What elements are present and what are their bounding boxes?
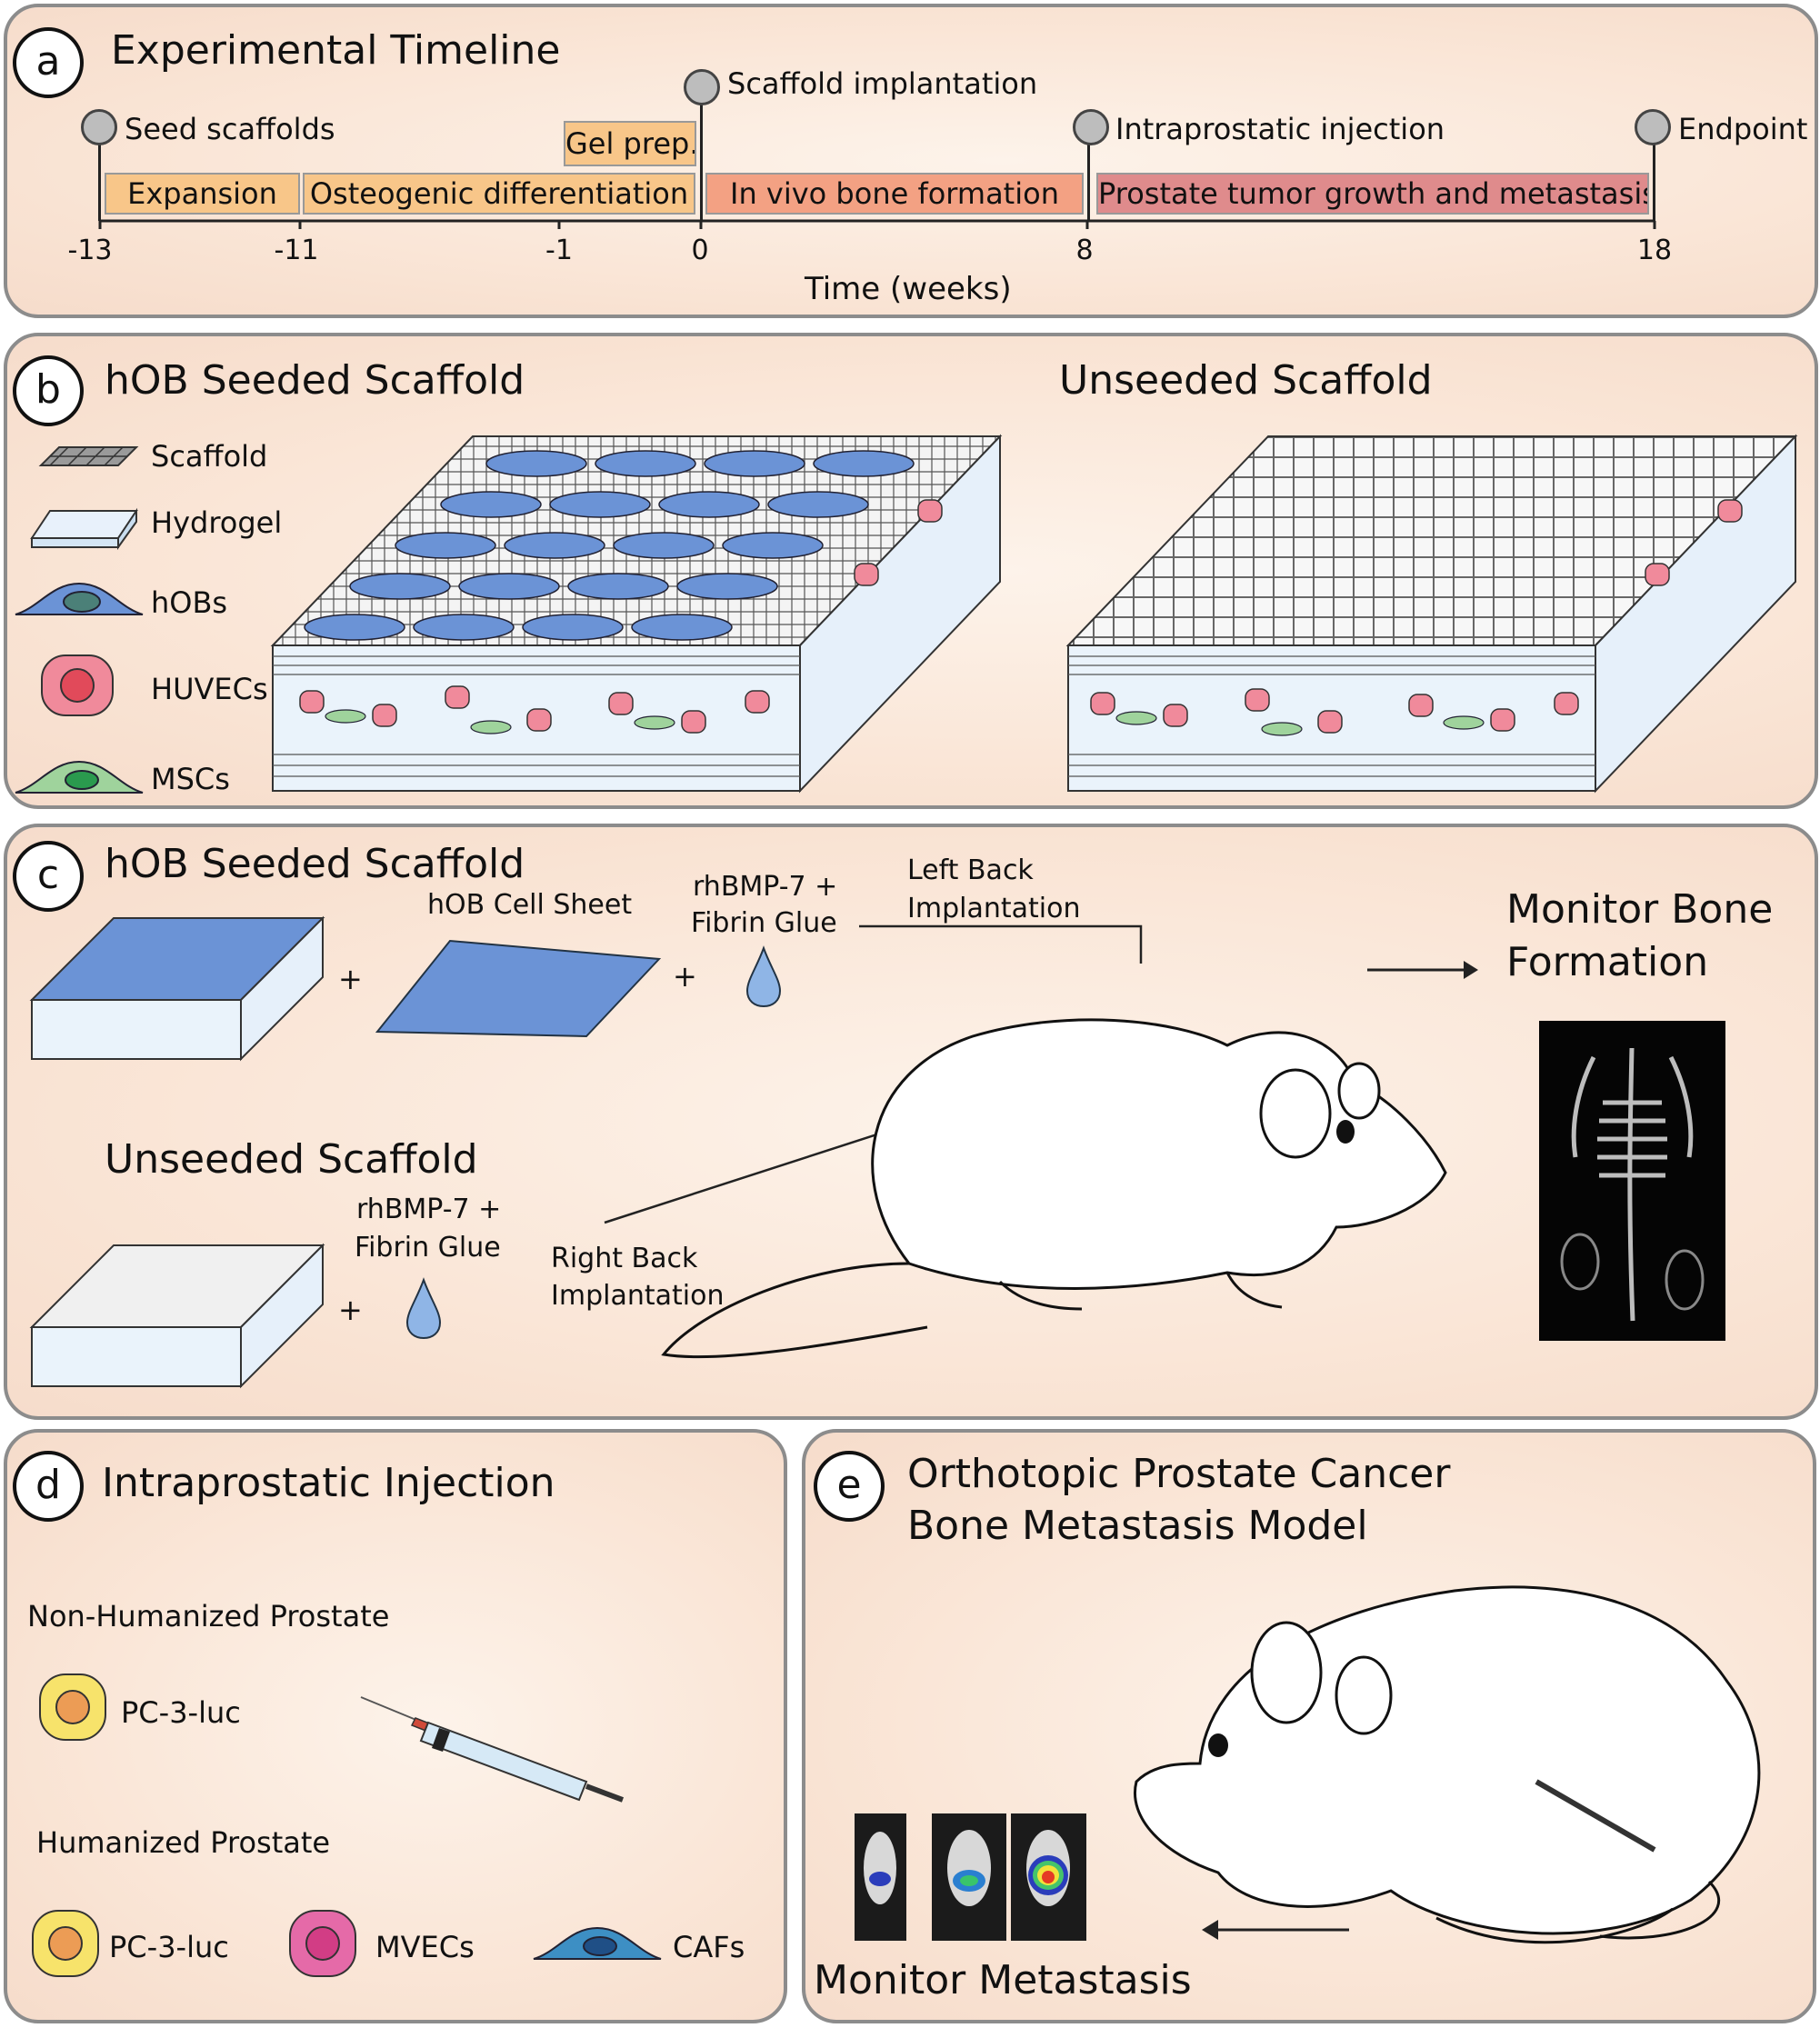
- bmp-label-line1: rhBMP-7 +: [693, 871, 838, 903]
- hob-cell-sheet-illustration: [375, 939, 662, 1038]
- pc3-cell-icon: [32, 1910, 99, 1977]
- right-back-label-line2: Implantation: [551, 1280, 725, 1312]
- phase-osteogenic-differentiation: Osteogenic differentiation: [303, 173, 695, 215]
- phase-prostate-tumor-growth: Prostate tumor growth and metastasis: [1096, 173, 1649, 215]
- pin-endpoint-icon: [1635, 109, 1671, 145]
- arrow-left-icon: [1202, 1920, 1349, 1940]
- fibrin-glue-drop-icon: [405, 1277, 442, 1340]
- pc3-cell-icon: [39, 1673, 106, 1741]
- monitor-metastasis-label: Monitor Metastasis: [814, 1957, 1192, 2003]
- seeded-scaffold-illustration: [270, 434, 1003, 794]
- mouse-illustration: [604, 1018, 1447, 1359]
- right-back-label-line1: Right Back: [551, 1243, 698, 1274]
- mouse-illustration: [1134, 1585, 1761, 1944]
- legend-scaffold-label: Scaffold: [151, 439, 268, 474]
- event-gel-prep: Gel prep.: [564, 121, 696, 166]
- panel-a-letter: a: [13, 27, 84, 98]
- plus-sign: +: [338, 1293, 363, 1327]
- panel-a-title: Experimental Timeline: [111, 27, 561, 74]
- legend-hobs-label: hOBs: [151, 585, 228, 620]
- pin-injection-icon: [1073, 109, 1109, 145]
- legend-mscs-label: MSCs: [151, 762, 230, 796]
- left-back-label-line1: Left Back: [907, 854, 1034, 886]
- panel-e-letter: e: [814, 1451, 885, 1522]
- event-endpoint: Endpoint: [1678, 112, 1808, 146]
- tick-label: 0: [691, 235, 709, 266]
- pc3-humanized-label: PC-3-luc: [109, 1930, 229, 1964]
- panel-a: [4, 4, 1818, 318]
- legend-huvecs-label: HUVECs: [151, 672, 268, 706]
- pin-implant-icon: [684, 69, 720, 105]
- cell-sheet-label: hOB Cell Sheet: [427, 889, 633, 921]
- pc3-label: PC-3-luc: [121, 1695, 241, 1730]
- panel-b-letter: b: [13, 355, 84, 426]
- panel-c-letter: c: [13, 841, 84, 912]
- left-back-leader-line: [859, 924, 1143, 964]
- x-axis-label: Time (weeks): [805, 271, 1012, 307]
- plus-sign: +: [338, 962, 363, 996]
- phase-expansion: Expansion: [105, 173, 300, 215]
- bioluminescence-image: [932, 1813, 1006, 1941]
- tick-label: -11: [274, 235, 319, 266]
- pin-endpoint-stem: [1653, 144, 1655, 221]
- panel-d-letter: d: [13, 1451, 84, 1522]
- panel-b-title-right: Unseeded Scaffold: [1059, 357, 1433, 404]
- pin-implant-stem: [700, 100, 703, 221]
- panel-e-title-line1: Orthotopic Prostate Cancer: [907, 1451, 1451, 1497]
- bmp2-label-line2: Fibrin Glue: [355, 1232, 501, 1264]
- monitor-bone-line1: Monitor Bone: [1506, 886, 1774, 933]
- panel-d-title: Intraprostatic Injection: [102, 1460, 555, 1506]
- phase-in-vivo-bone-formation: In vivo bone formation: [705, 173, 1084, 215]
- legend-hydrogel-label: Hydrogel: [151, 505, 283, 540]
- event-scaffold-implantation: Scaffold implantation: [727, 66, 1038, 101]
- legend-huvec-icon: [41, 654, 114, 716]
- mvecs-label: MVECs: [375, 1930, 475, 1964]
- arrow-right-icon: [1367, 961, 1478, 979]
- panel-b-title-left: hOB Seeded Scaffold: [105, 357, 525, 404]
- humanized-label: Humanized Prostate: [36, 1825, 331, 1860]
- event-intraprostatic-injection: Intraprostatic injection: [1115, 112, 1445, 146]
- event-seed-scaffolds: Seed scaffolds: [125, 112, 335, 146]
- left-back-label-line2: Implantation: [907, 893, 1081, 924]
- pin-injection-stem: [1087, 144, 1090, 221]
- fibrin-glue-drop-icon: [745, 945, 782, 1008]
- tick-label: -13: [67, 235, 113, 266]
- monitor-bone-line2: Formation: [1506, 939, 1709, 985]
- panel-c-title-top: hOB Seeded Scaffold: [105, 841, 525, 887]
- legend-hob-icon: [15, 582, 144, 615]
- seeded-scaffold-small: [29, 915, 325, 1062]
- cafs-label: CAFs: [673, 1930, 745, 1964]
- bmp-label-line2: Fibrin Glue: [691, 907, 837, 939]
- syringe-icon: [360, 1696, 625, 1803]
- caf-cell-icon: [533, 1926, 662, 1960]
- timeline-axis: [98, 219, 1656, 229]
- legend-msc-icon: [15, 760, 144, 794]
- pin-seed-stem: [98, 127, 101, 221]
- micro-ct-image: [1539, 1021, 1725, 1341]
- bioluminescence-image: [1011, 1813, 1086, 1941]
- panel-e-title-line2: Bone Metastasis Model: [907, 1503, 1368, 1549]
- pin-seed-icon: [81, 109, 117, 145]
- panel-d: [4, 1429, 787, 2023]
- legend-hydrogel-icon: [30, 507, 138, 551]
- plus-sign: +: [673, 959, 697, 994]
- tick-label: 8: [1075, 235, 1094, 266]
- bioluminescence-image: [855, 1813, 906, 1941]
- mvec-cell-icon: [289, 1910, 356, 1977]
- tick-label: 18: [1636, 235, 1673, 266]
- unseeded-scaffold-illustration: [1065, 434, 1798, 794]
- non-humanized-label: Non-Humanized Prostate: [27, 1599, 390, 1633]
- unseeded-scaffold-small: [29, 1243, 325, 1389]
- bmp2-label-line1: rhBMP-7 +: [356, 1194, 502, 1225]
- panel-c-title-bottom: Unseeded Scaffold: [105, 1136, 478, 1183]
- tick-label: -1: [545, 235, 573, 266]
- legend-scaffold-icon: [38, 446, 139, 466]
